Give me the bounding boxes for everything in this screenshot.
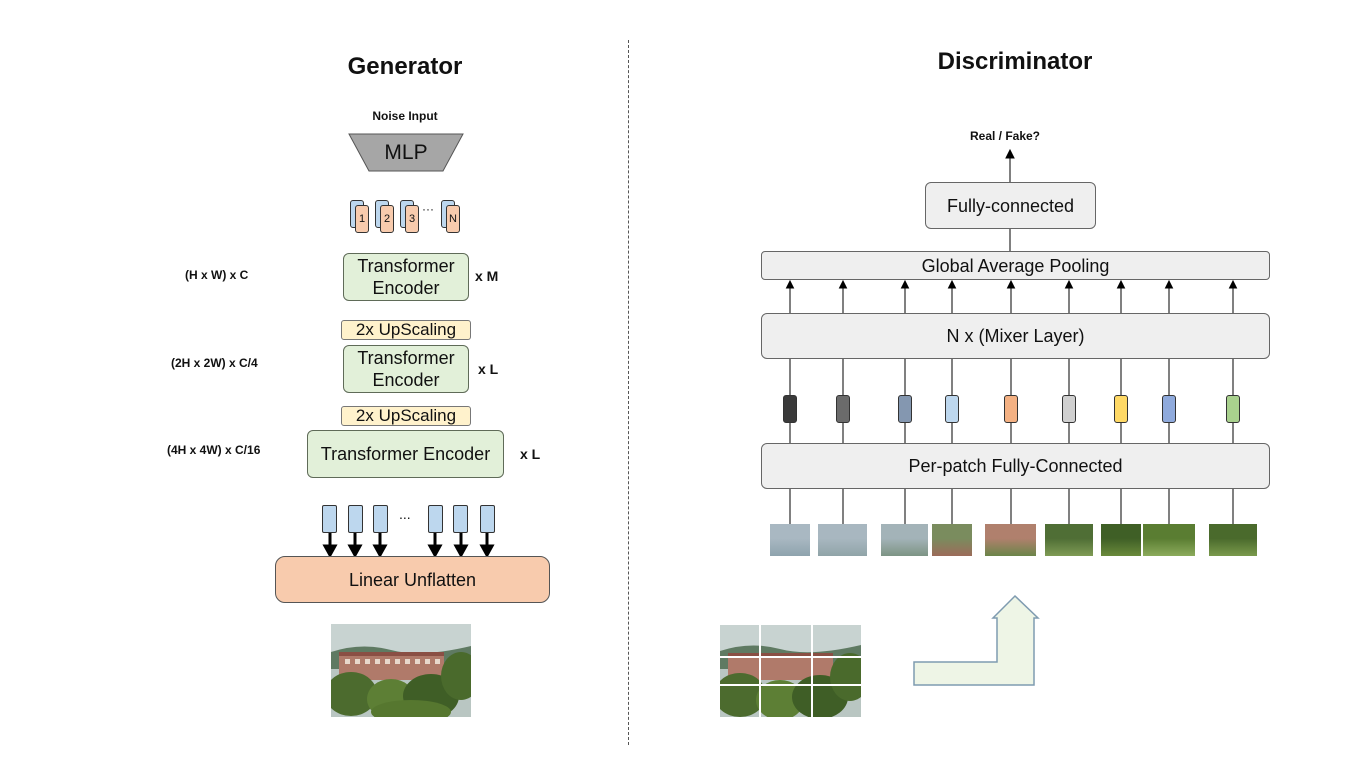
mixer-token bbox=[1114, 395, 1128, 423]
patched-input-image bbox=[720, 625, 861, 717]
token-3: 3 bbox=[405, 205, 419, 233]
image-patch bbox=[1209, 524, 1257, 556]
mlp-label: MLP bbox=[384, 141, 428, 164]
patch-token bbox=[428, 505, 443, 533]
global-average-pooling-block: Global Average Pooling bbox=[761, 251, 1270, 280]
token-n: N bbox=[446, 205, 460, 233]
stage3-dim: (4H x 4W) x C/16 bbox=[167, 443, 261, 457]
mixer-token bbox=[1004, 395, 1018, 423]
mixer-token bbox=[1162, 395, 1176, 423]
upscaling-2: 2x UpScaling bbox=[341, 406, 471, 426]
fully-connected-block: Fully-connected bbox=[925, 182, 1096, 229]
patch-token bbox=[348, 505, 363, 533]
stage2-dim: (2H x 2W) x C/4 bbox=[171, 356, 258, 370]
stage2-repeat: x L bbox=[478, 361, 499, 377]
real-fake-label: Real / Fake? bbox=[969, 129, 1041, 143]
patch-ellipsis: ... bbox=[399, 506, 411, 522]
transformer-encoder-2: Transformer Encoder bbox=[343, 345, 469, 393]
patch-token bbox=[480, 505, 495, 533]
patch-token bbox=[453, 505, 468, 533]
generated-image bbox=[331, 624, 471, 717]
mixer-token bbox=[1062, 395, 1076, 423]
noise-input-label: Noise Input bbox=[372, 109, 438, 123]
token-1: 1 bbox=[355, 205, 369, 233]
discriminator-title: Discriminator bbox=[937, 48, 1093, 75]
image-patch bbox=[1101, 524, 1141, 556]
stage3-repeat: x L bbox=[520, 446, 541, 462]
patchify-arrow bbox=[913, 594, 1040, 686]
mixer-token bbox=[836, 395, 850, 423]
generator-down-arrows bbox=[322, 533, 495, 559]
stage1-dim: (H x W) x C bbox=[185, 268, 249, 282]
mixer-token bbox=[783, 395, 797, 423]
generator-token-stack: 1 2 3 ··· N bbox=[348, 198, 468, 238]
image-patch bbox=[1143, 524, 1195, 556]
image-patch bbox=[932, 524, 972, 556]
transformer-encoder-3: Transformer Encoder bbox=[307, 430, 504, 478]
linear-unflatten: Linear Unflatten bbox=[275, 556, 550, 603]
token-2: 2 bbox=[380, 205, 394, 233]
transformer-encoder-1: Transformer Encoder bbox=[343, 253, 469, 301]
token-ellipsis: ··· bbox=[422, 202, 434, 216]
patch-token bbox=[373, 505, 388, 533]
panel-divider bbox=[628, 40, 629, 745]
mixer-layer-block: N x (Mixer Layer) bbox=[761, 313, 1270, 359]
per-patch-fc-block: Per-patch Fully-Connected bbox=[761, 443, 1270, 489]
image-patch bbox=[770, 524, 810, 556]
mixer-token bbox=[1226, 395, 1240, 423]
stage1-repeat: x M bbox=[475, 268, 499, 284]
mixer-token bbox=[945, 395, 959, 423]
upscaling-1: 2x UpScaling bbox=[341, 320, 471, 340]
image-patch bbox=[881, 524, 928, 556]
image-patch bbox=[985, 524, 1036, 556]
mixer-token bbox=[898, 395, 912, 423]
image-patch bbox=[1045, 524, 1093, 556]
generator-title: Generator bbox=[347, 53, 463, 80]
patch-token bbox=[322, 505, 337, 533]
image-patch bbox=[818, 524, 867, 556]
mlp-block bbox=[348, 133, 464, 172]
